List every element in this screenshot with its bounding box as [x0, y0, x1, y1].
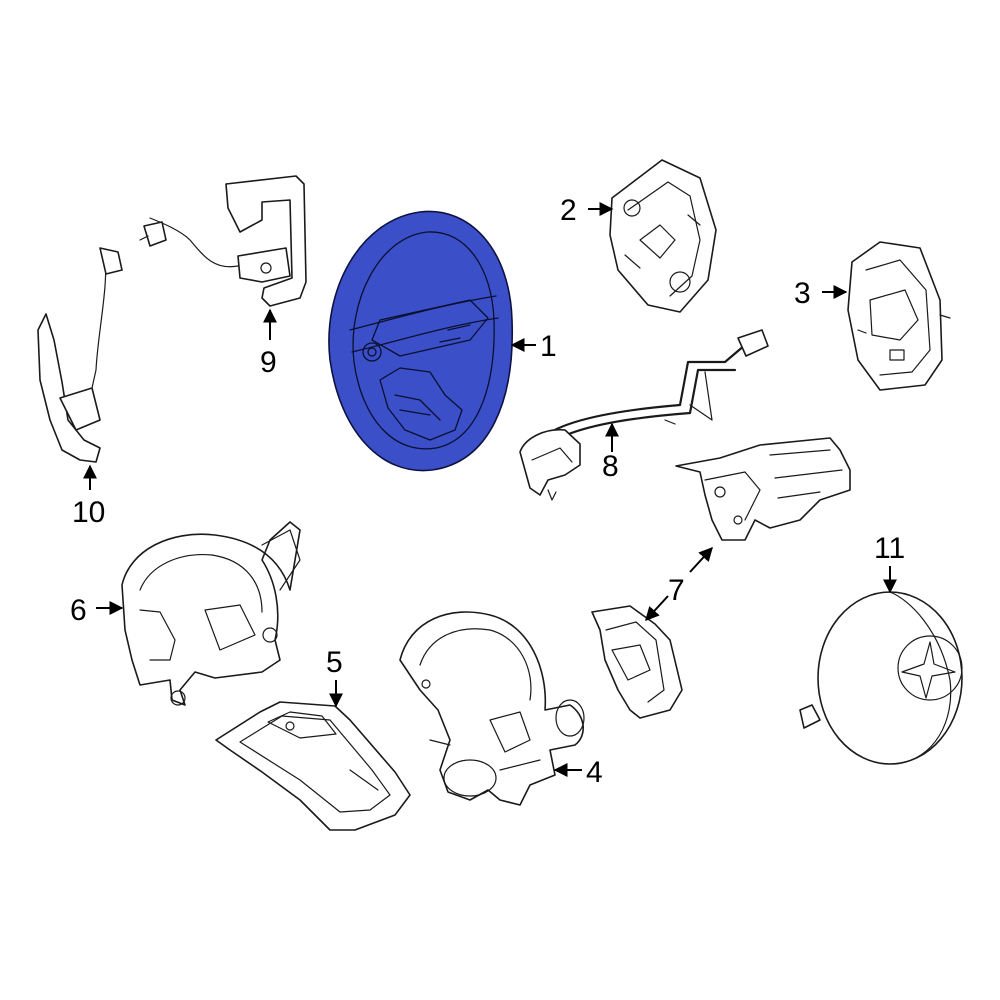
side-trim-covers-part[interactable]: [591, 437, 851, 719]
callout-7: 7: [668, 574, 685, 607]
callout-4: 4: [586, 756, 603, 789]
column-switch-part[interactable]: [399, 611, 585, 806]
callout-leaders: [83, 202, 897, 777]
callout-8: 8: [602, 450, 619, 483]
steering-wheel-part[interactable]: [328, 210, 514, 472]
right-paddle-part[interactable]: [139, 175, 307, 307]
callout-labels: 1 2 3 4 5 6 7 8 9 10 11: [70, 194, 905, 789]
callout-9: 9: [260, 346, 277, 379]
callout-11: 11: [874, 532, 905, 565]
callout-6: 6: [70, 594, 87, 627]
callout-2: 2: [560, 194, 577, 227]
leader-7a: [689, 546, 713, 573]
air-bag-part[interactable]: [799, 591, 963, 765]
callout-5: 5: [326, 646, 343, 679]
upper-shroud-part[interactable]: [121, 521, 301, 706]
rear-cover-part[interactable]: [609, 159, 717, 313]
control-module-part[interactable]: [847, 241, 951, 391]
callout-1: 1: [540, 330, 557, 363]
wiring-harness-part[interactable]: [519, 329, 769, 501]
leader-7b: [645, 595, 669, 622]
callout-3: 3: [794, 277, 811, 310]
lower-trim-part[interactable]: [215, 701, 411, 831]
left-paddle-part[interactable]: [37, 247, 123, 463]
callout-10: 10: [72, 496, 105, 529]
